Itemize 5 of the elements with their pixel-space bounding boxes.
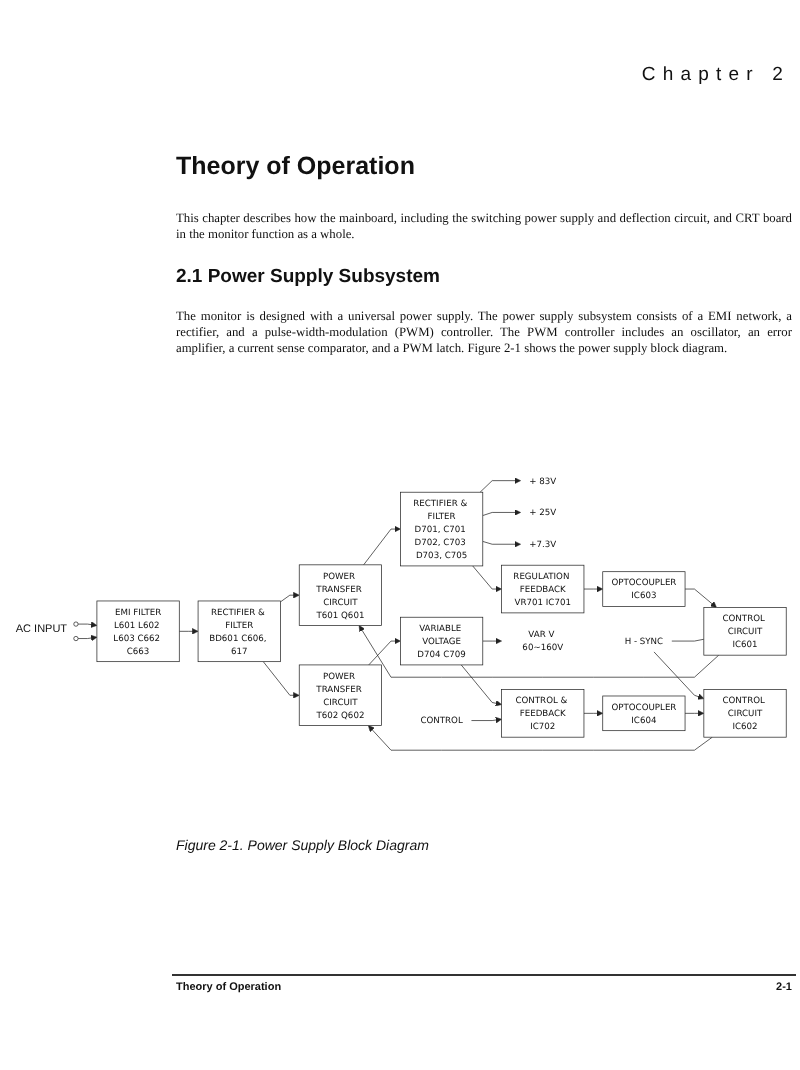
terminal-circle [73,636,79,642]
terminal-circle [73,621,79,627]
chapter-heading: Chapter 2 [641,64,790,87]
page-title: Theory of Operation [176,152,415,182]
section-heading: 2.1 Power Supply Subsystem [176,266,440,289]
